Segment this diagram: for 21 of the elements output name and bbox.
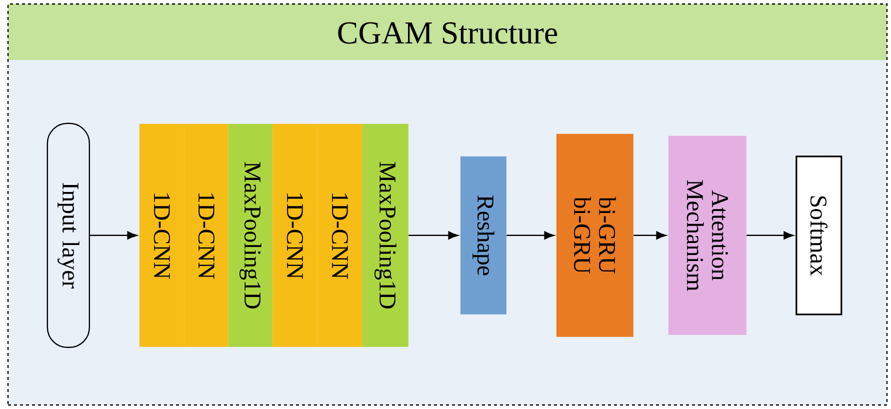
node-label: 1D-CNN bbox=[286, 193, 303, 279]
arrow bbox=[90, 231, 138, 240]
arrow bbox=[746, 231, 794, 240]
layer-block: 1D-CNN bbox=[139, 124, 184, 347]
output-box: Softmax bbox=[796, 156, 842, 316]
node-label: 1D-CNN bbox=[198, 193, 214, 279]
layer-block: 1D-CNN bbox=[317, 124, 362, 347]
layer-block: bi-GRU bi-GRU bbox=[556, 134, 634, 337]
layer-block: 1D-CNN bbox=[272, 124, 318, 347]
layer-block: 1D-CNN bbox=[184, 124, 228, 347]
input-box: Input layer bbox=[46, 122, 90, 348]
layer-block: Attention Mechanism bbox=[668, 136, 746, 335]
title: CGAM Structure bbox=[338, 22, 558, 44]
node-label: 1D-CNN bbox=[332, 193, 348, 279]
arrow bbox=[408, 231, 458, 240]
layer-block: MaxPooling1D bbox=[362, 124, 408, 347]
layer-block: Reshape bbox=[460, 156, 506, 314]
arrow bbox=[634, 231, 666, 240]
arrow bbox=[506, 231, 554, 240]
node-label: 1D-CNN bbox=[154, 193, 170, 279]
layer-block: MaxPooling1D bbox=[228, 124, 272, 347]
